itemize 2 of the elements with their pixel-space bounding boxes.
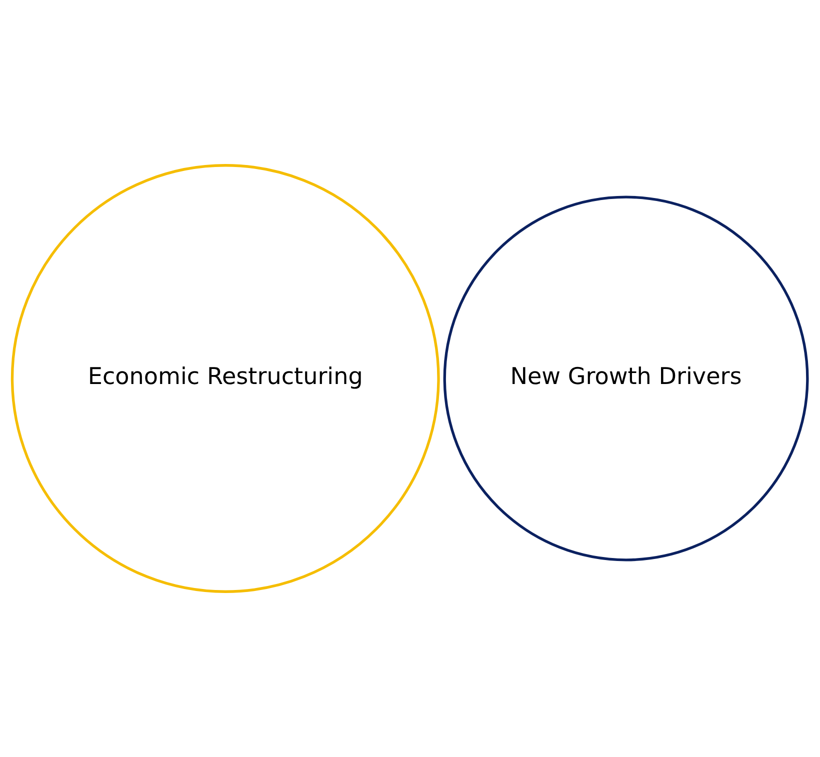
node-circle: New Growth Drivers [443,196,809,562]
node-circle: Economic Restructuring [10,164,440,593]
